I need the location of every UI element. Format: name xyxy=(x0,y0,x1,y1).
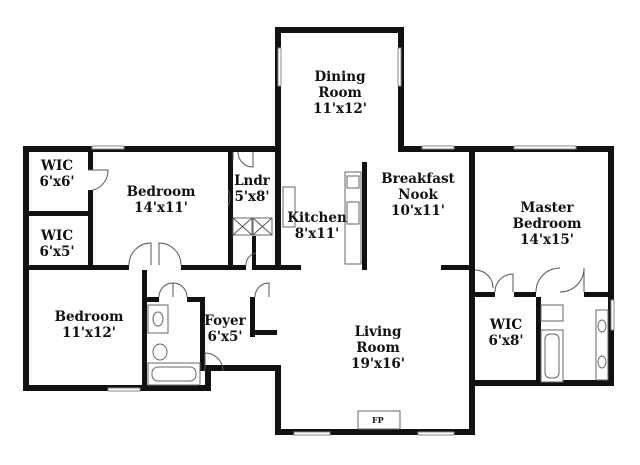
toilet-icon xyxy=(152,343,168,361)
room-label-master: Master Bedroom 14'x15' xyxy=(512,200,582,248)
room-label-dining: Dining Room 11'x12' xyxy=(313,69,367,117)
kitchen-counter-left xyxy=(282,186,296,228)
toilet-icon xyxy=(540,304,564,322)
room-label-bedroom-left: Bedroom 11'x12' xyxy=(54,309,124,341)
room-label-breakfast: Breakfast Nook 10'x11' xyxy=(381,171,455,219)
fixtures xyxy=(147,171,609,430)
room-label-wic-top: WIC 6'x6' xyxy=(39,158,75,190)
fireplace-label: FP xyxy=(372,415,384,425)
stove-icon xyxy=(346,175,360,189)
room-label-laundry: Lndr 5'x8' xyxy=(234,173,270,205)
room-label-foyer: Foyer 6'x5' xyxy=(204,313,246,345)
room-label-wic-mid: WIC 6'x5' xyxy=(39,228,75,260)
room-label-bedroom-top: Bedroom 14'x11' xyxy=(126,184,196,216)
fireplace-icon xyxy=(357,410,401,430)
room-label-living: Living Room 19'x16' xyxy=(351,324,405,372)
windows xyxy=(91,47,615,436)
door-swings xyxy=(88,151,585,372)
room-label-kitchen: Kitchen 8'x11' xyxy=(287,210,347,242)
sink-icon xyxy=(346,201,360,225)
room-label-wic-master: WIC 6'x8' xyxy=(488,317,524,349)
interior-walls xyxy=(29,152,614,390)
